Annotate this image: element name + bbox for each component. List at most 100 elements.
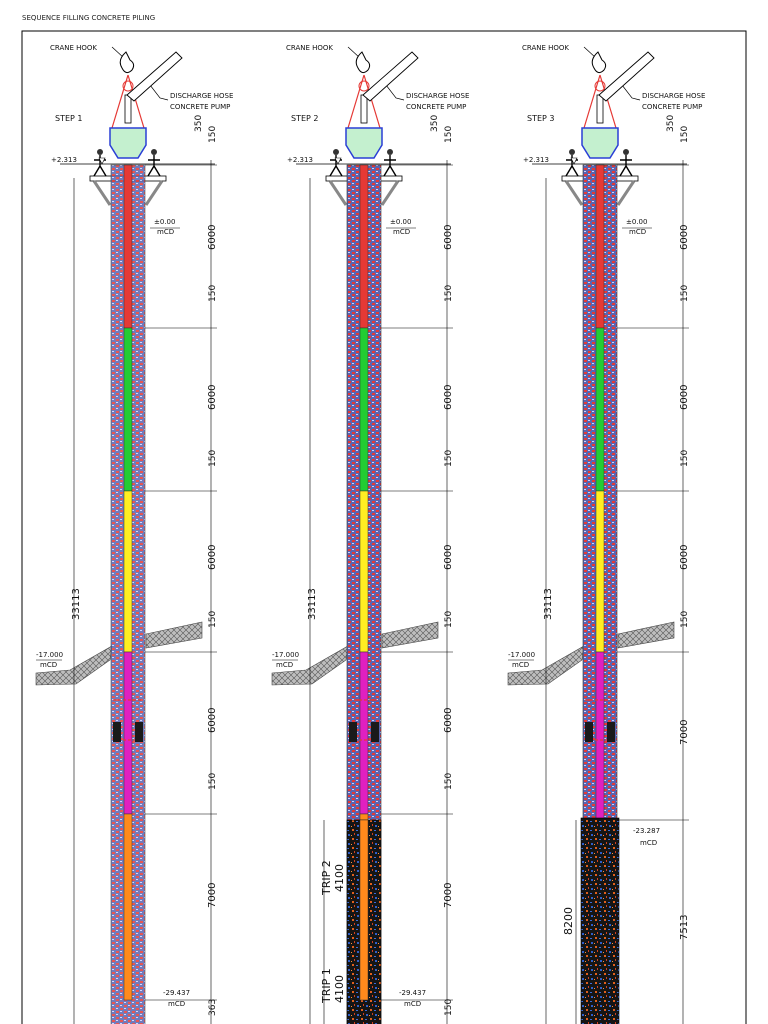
level-marker-icon <box>570 157 578 165</box>
dim-label-6: 150 <box>208 450 218 467</box>
step-3: STEP 3 CRANE HOOK DISCHARGE HOSE CONCRETE P… <box>507 44 705 1024</box>
spacer-right <box>607 722 615 742</box>
sheet-frame <box>21 30 747 1024</box>
spacer-right <box>371 722 379 742</box>
dim-label-7: 6000 <box>443 545 454 570</box>
dim-label-5: 6000 <box>679 385 690 410</box>
sling-lines <box>583 74 617 129</box>
dim-label-12: 150 <box>444 999 454 1016</box>
dim-label-9: 6000 <box>443 708 454 733</box>
worker-head <box>333 149 339 155</box>
dim-label-5: 6000 <box>443 385 454 410</box>
cage-segment-5 <box>123 813 133 1001</box>
spacer-left <box>349 722 357 742</box>
worker-head <box>569 149 575 155</box>
seabed-mcd-label: mCD <box>40 661 57 669</box>
dim-label-3: 6000 <box>443 225 454 250</box>
seabed-right <box>145 621 203 649</box>
dim-label-6: 150 <box>680 450 690 467</box>
crane-hook-icon <box>119 51 135 74</box>
hose-leader <box>385 84 405 101</box>
tremie-pipe <box>124 94 132 124</box>
seabed-level-label: -17.000 <box>272 651 299 659</box>
dim-label-10: 150 <box>208 773 218 790</box>
step3-fill-label: 8200 <box>562 907 575 935</box>
dim-label-1: 350 <box>194 115 204 132</box>
seabed-level-label: -17.000 <box>508 651 535 659</box>
worker-left-icon <box>93 149 107 177</box>
step-label: STEP 3 <box>527 114 554 123</box>
seabed-mcd-label: mCD <box>276 661 293 669</box>
seabed-mcd-label: mCD <box>512 661 529 669</box>
seabed-level-label: -17.000 <box>36 651 63 659</box>
sling-ring-icon <box>594 80 606 92</box>
worker-right-icon <box>619 149 633 177</box>
cage-bottom <box>359 819 369 1001</box>
level-marker-icon <box>98 157 106 165</box>
worker-left-icon <box>565 149 579 177</box>
top-level-label: +2.313 <box>51 156 77 164</box>
seabed-left <box>271 645 349 686</box>
hopper-icon <box>581 127 619 159</box>
crane-hook-label: CRANE HOOK <box>50 44 97 52</box>
water-mcd-label: mCD <box>157 228 174 236</box>
hopper-icon <box>109 127 147 159</box>
water-level-label: ±0.00 <box>390 218 411 226</box>
discharge-hose-label: DISCHARGE HOSE <box>170 92 233 100</box>
cage-segment-4 <box>123 651 133 815</box>
tremie-pipe <box>596 94 604 124</box>
step3-level-label: -23.287 <box>633 827 660 835</box>
hose-leader <box>621 84 641 101</box>
dim-label-2: 150 <box>680 126 690 143</box>
dim-label-9: 7000 <box>679 720 690 745</box>
dim-label-7: 6000 <box>679 545 690 570</box>
toe-mcd-label: mCD <box>168 1000 185 1008</box>
toe-level-label: -29.437 <box>399 989 426 997</box>
trip-2-length: 4100 <box>333 864 346 892</box>
spacer-left <box>113 722 121 742</box>
cage-segment-1 <box>595 164 605 329</box>
concrete-pump-label: CONCRETE PUMP <box>642 103 702 111</box>
dim-label-9: 6000 <box>207 708 218 733</box>
concrete-fill <box>580 817 620 1024</box>
dim-label-10: 7513 <box>679 915 690 940</box>
step3-mcd-label: mCD <box>640 839 657 847</box>
sling-lines <box>347 74 381 129</box>
hopper-icon <box>345 127 383 159</box>
worker-head <box>623 149 629 155</box>
discharge-hose-icon <box>598 51 655 102</box>
discharge-hose-label: DISCHARGE HOSE <box>406 92 469 100</box>
sling-ring-icon <box>358 80 370 92</box>
dim-label-10: 150 <box>444 773 454 790</box>
worker-body <box>383 155 397 177</box>
seabed <box>271 621 439 686</box>
dim-label-11: 7000 <box>443 883 454 908</box>
cage-segment-2 <box>595 327 605 492</box>
page-title: SEQUENCE FILLING CONCRETE PILING <box>22 14 156 22</box>
worker-left-icon <box>329 149 343 177</box>
water-mcd-label: mCD <box>393 228 410 236</box>
crane-hook-icon <box>591 51 607 74</box>
discharge-hose-icon <box>362 51 419 102</box>
overall-length-label: 33113 <box>543 588 554 620</box>
top-level-label: +2.313 <box>523 156 549 164</box>
top-level-label: +2.313 <box>287 156 313 164</box>
crane-hook-label: CRANE HOOK <box>522 44 569 52</box>
cage-segment-2 <box>359 327 369 492</box>
toe-mcd-label: mCD <box>404 1000 421 1008</box>
level-marker-icon <box>334 157 342 165</box>
dim-label-7: 6000 <box>207 545 218 570</box>
discharge-hose-label: DISCHARGE HOSE <box>642 92 705 100</box>
spacer-left <box>585 722 593 742</box>
sling-ring-icon <box>122 80 134 92</box>
seabed-left <box>35 645 113 686</box>
dim-label-11: 7000 <box>207 883 218 908</box>
dim-label-3: 6000 <box>207 225 218 250</box>
seabed-right <box>381 621 439 649</box>
water-mcd-label: mCD <box>629 228 646 236</box>
concrete-pump-label: CONCRETE PUMP <box>170 103 230 111</box>
dim-label-1: 350 <box>430 115 440 132</box>
step-label: STEP 2 <box>291 114 318 123</box>
overall-length-label: 33113 <box>71 588 82 620</box>
